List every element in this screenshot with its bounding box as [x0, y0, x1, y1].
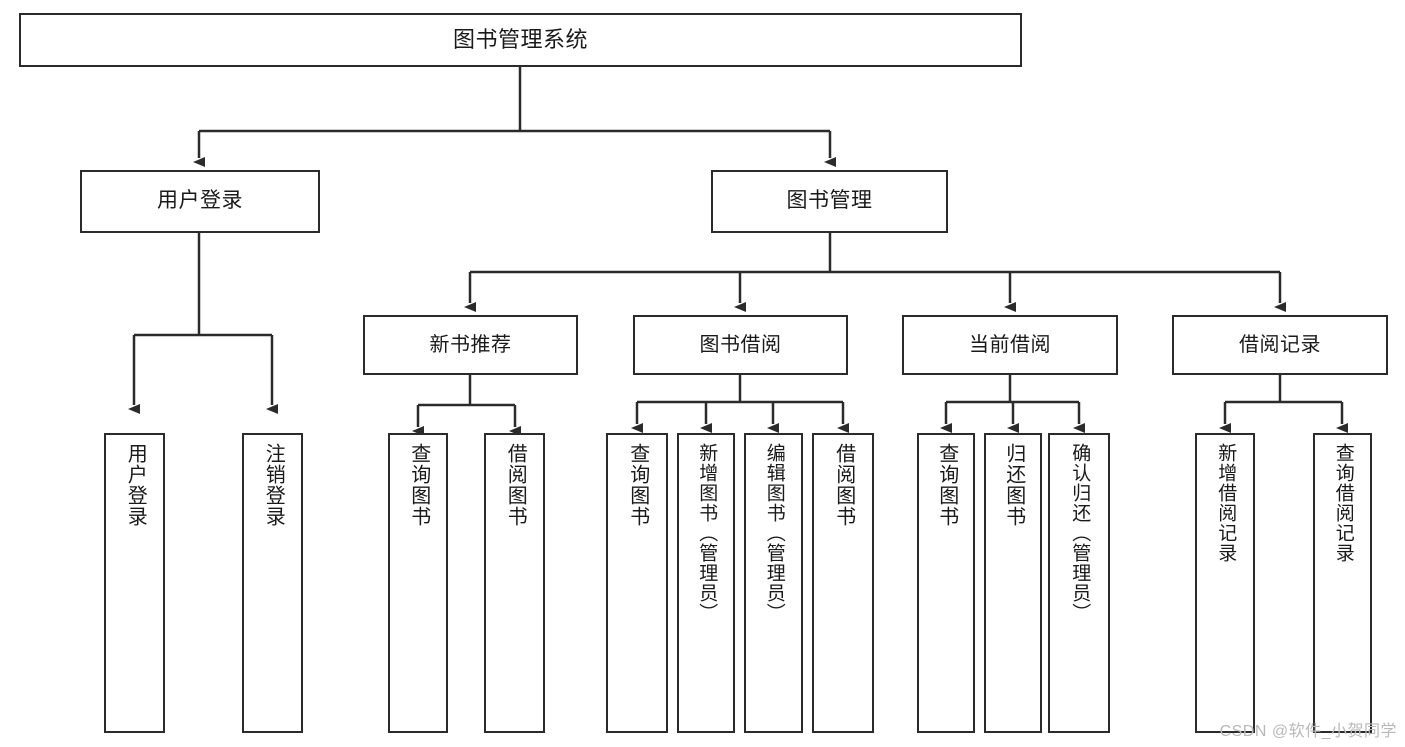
leaf-book-borrow-edit[interactable]: 编辑图书（管理员） — [744, 433, 803, 733]
leaf-label: 确认归还（管理员） — [1069, 443, 1091, 623]
csdn-watermark: CSDN @软件_小贺同学 — [1219, 723, 1397, 740]
leaf-label: 查询图书 — [407, 443, 430, 527]
leaf-current-borrow-return[interactable]: 归还图书 — [984, 433, 1042, 733]
leaf-user-login-login[interactable]: 用户登录 — [104, 433, 165, 733]
node-book-borrow[interactable]: 图书借阅 — [633, 315, 848, 375]
leaf-book-borrow-add[interactable]: 新增图书（管理员） — [677, 433, 735, 733]
leaf-book-borrow-borrow[interactable]: 借阅图书 — [812, 433, 874, 733]
node-root[interactable]: 图书管理系统 — [19, 13, 1022, 67]
leaf-label: 编辑图书（管理员） — [763, 443, 785, 623]
node-current-borrow-label: 当前借阅 — [969, 333, 1051, 356]
node-borrow-record-label: 借阅记录 — [1239, 333, 1321, 356]
node-book-management-label: 图书管理 — [786, 189, 873, 213]
leaf-label: 新增借阅记录 — [1215, 443, 1237, 563]
leaf-label: 借阅图书 — [504, 443, 527, 527]
leaf-current-borrow-query[interactable]: 查询图书 — [917, 433, 975, 733]
node-borrow-record[interactable]: 借阅记录 — [1172, 315, 1388, 375]
node-user-login-label: 用户登录 — [157, 189, 243, 213]
leaf-borrow-record-query[interactable]: 查询借阅记录 — [1313, 433, 1372, 733]
leaf-new-book-borrow[interactable]: 借阅图书 — [484, 433, 545, 733]
leaf-label: 借阅图书 — [832, 443, 855, 527]
node-book-borrow-label: 图书借阅 — [699, 333, 782, 356]
leaf-current-borrow-confirm-return[interactable]: 确认归还（管理员） — [1048, 433, 1110, 733]
node-user-login[interactable]: 用户登录 — [80, 170, 320, 233]
node-new-book-recommend[interactable]: 新书推荐 — [363, 315, 578, 375]
node-book-management[interactable]: 图书管理 — [711, 170, 948, 233]
leaf-label: 查询图书 — [626, 443, 649, 527]
node-current-borrow[interactable]: 当前借阅 — [902, 315, 1118, 375]
leaf-new-book-query[interactable]: 查询图书 — [388, 433, 448, 733]
leaf-label: 查询借阅记录 — [1332, 443, 1354, 563]
leaf-label: 注销登录 — [262, 443, 285, 527]
leaf-label: 归还图书 — [1002, 443, 1025, 527]
node-root-label: 图书管理系统 — [452, 27, 588, 53]
leaf-user-login-logout[interactable]: 注销登录 — [242, 433, 303, 733]
leaf-borrow-record-add[interactable]: 新增借阅记录 — [1195, 433, 1255, 733]
leaf-label: 用户登录 — [124, 443, 147, 527]
node-new-book-recommend-label: 新书推荐 — [429, 333, 512, 356]
leaf-book-borrow-query[interactable]: 查询图书 — [606, 433, 668, 733]
leaf-label: 查询图书 — [935, 443, 958, 527]
leaf-label: 新增图书（管理员） — [696, 443, 718, 623]
